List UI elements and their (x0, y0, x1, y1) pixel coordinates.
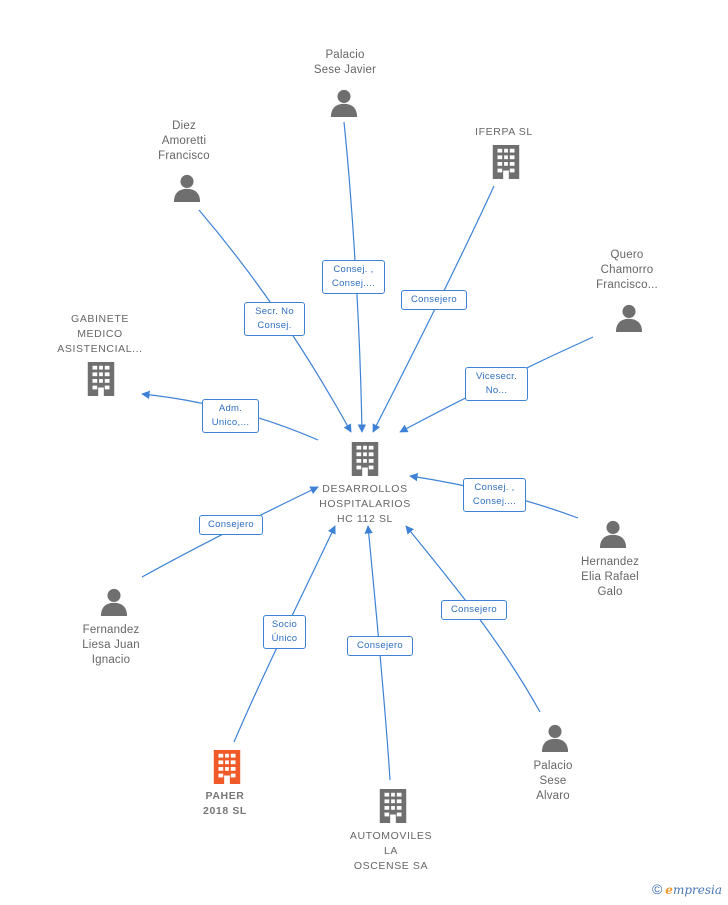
palacio-javier-person-icon[interactable] (330, 89, 358, 117)
node-label-hernandez[interactable]: Hernandez Elia Rafael Galo (580, 556, 640, 598)
diez-person-icon[interactable] (173, 174, 201, 202)
edge-label-palacio-alvaro[interactable]: Consejero (441, 600, 507, 620)
node-label-palacio-javier[interactable]: Palacio Sese Javier (313, 49, 377, 76)
node-label-paher[interactable]: PAHER 2018 SL (203, 790, 247, 817)
quero-person-icon[interactable] (615, 304, 643, 332)
brand-name: mpresia (672, 883, 722, 897)
edge-label-palacio-javier[interactable]: Consej. , Consej.... (322, 260, 385, 294)
fernandez-person-icon[interactable] (100, 588, 128, 616)
iferpa-building-icon[interactable] (492, 145, 520, 179)
edge-label-paher[interactable]: Socio Único (263, 615, 306, 649)
node-label-diez[interactable]: Diez Amoretti Francisco (158, 120, 210, 162)
node-label-quero[interactable]: Quero Chamorro Francisco... (596, 249, 658, 291)
edge-label-hernandez[interactable]: Consej. , Consej.... (463, 478, 526, 512)
node-label-gabinete[interactable]: GABINETE MEDICO ASISTENCIAL... (57, 313, 143, 355)
center-node-label[interactable]: DESARROLLOS HOSPITALARIOS HC 112 SL (319, 483, 411, 525)
copyright-icon: © (651, 881, 663, 897)
edge-label-quero[interactable]: Vicesecr. No... (465, 367, 528, 401)
node-label-fernandez[interactable]: Fernandez Liesa Juan Ignacio (82, 624, 140, 666)
hernandez-person-icon[interactable] (599, 520, 627, 548)
paher-building-icon[interactable] (213, 750, 241, 784)
node-label-automoviles[interactable]: AUTOMOVILES LA OSCENSE SA (349, 830, 433, 872)
node-label-palacio-alvaro[interactable]: Palacio Sese Alvaro (533, 760, 573, 802)
gabinete-building-icon[interactable] (87, 362, 115, 396)
edge-label-automoviles[interactable]: Consejero (347, 636, 413, 656)
palacio-alvaro-person-icon[interactable] (541, 724, 569, 752)
automoviles-building-icon[interactable] (379, 789, 407, 823)
edge-label-diez[interactable]: Secr. No Consej. (244, 302, 305, 336)
center-building-icon[interactable] (351, 442, 379, 476)
edge-label-iferpa[interactable]: Consejero (401, 290, 467, 310)
edge-label-gabinete[interactable]: Adm. Unico,... (202, 399, 259, 433)
edge-label-fernandez[interactable]: Consejero (199, 515, 263, 535)
empresia-logo: ©empresia (652, 881, 722, 897)
brand-first-letter: e (665, 883, 673, 897)
node-label-iferpa[interactable]: IFERPA SL (475, 126, 533, 138)
